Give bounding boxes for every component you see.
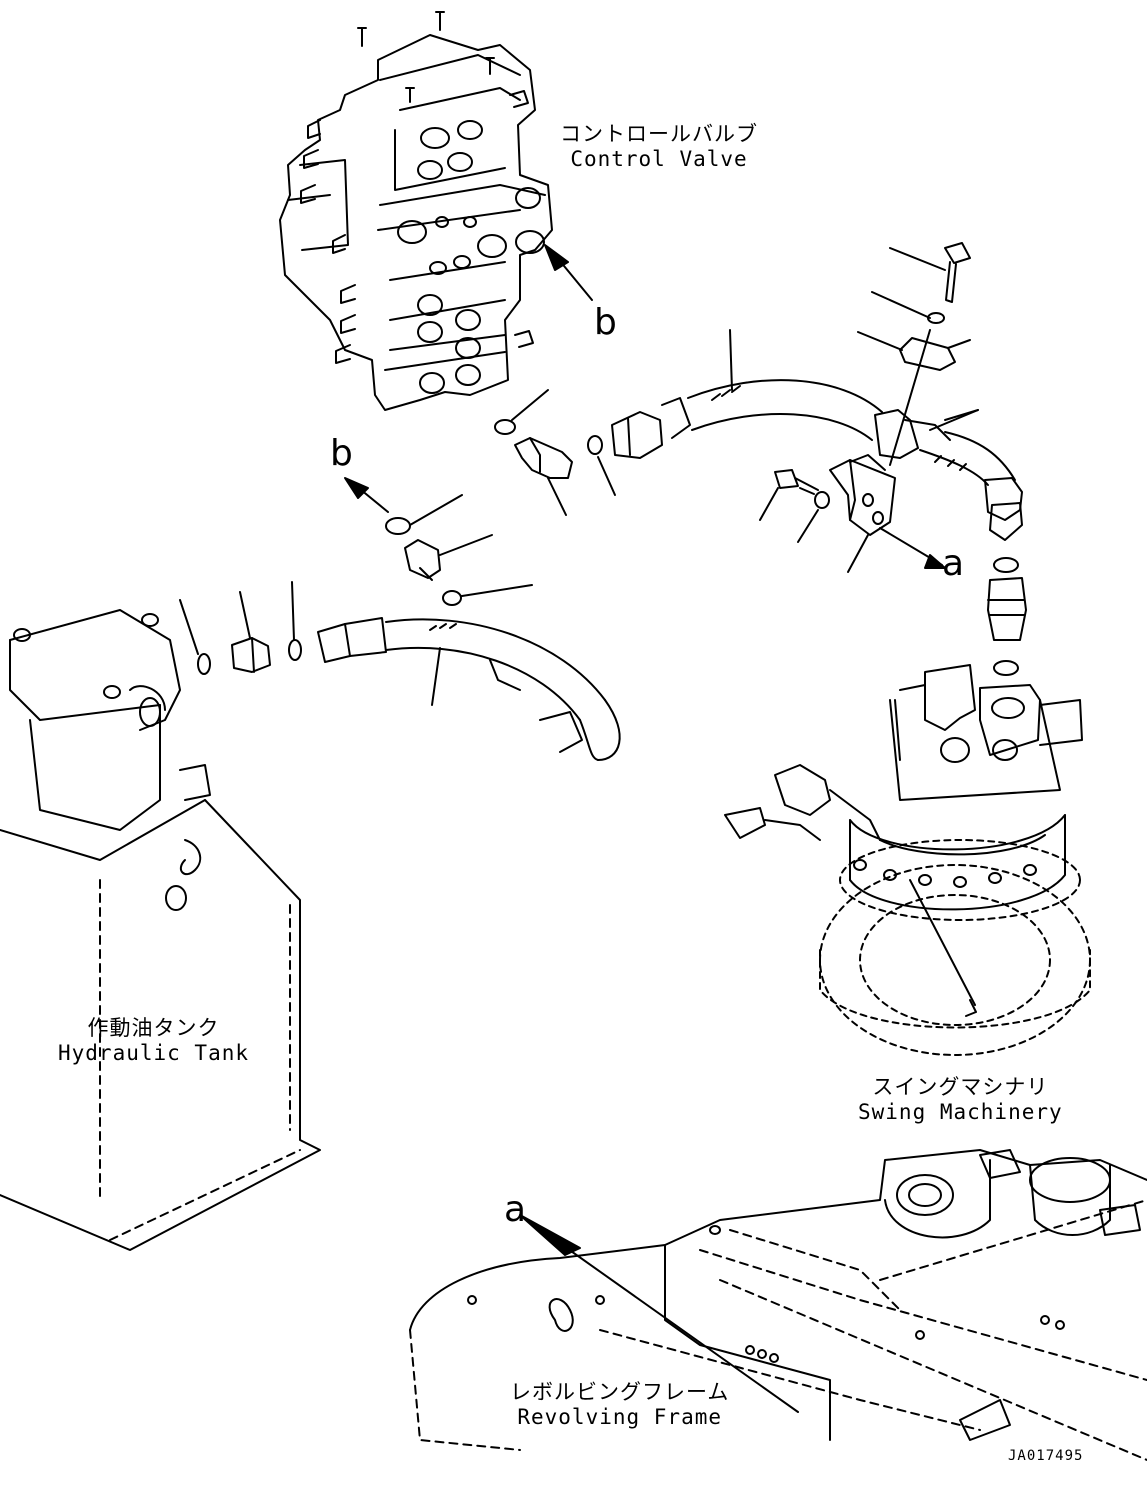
lower-hose: [179, 581, 621, 761]
revolving-frame: [409, 1149, 1147, 1461]
swing-machinery-label-jp: スイングマシナリ: [872, 1075, 1049, 1099]
hydraulic-tank-label-en: Hydraulic Tank: [58, 1041, 250, 1065]
revolving-frame-label: レボルビングフレーム Revolving Frame: [510, 1380, 729, 1430]
control-valve-label-en: Control Valve: [570, 147, 748, 171]
hydraulic-tank-label-jp: 作動油タンク: [87, 1016, 220, 1040]
clamp-bolt-stack: [759, 242, 979, 573]
hydraulic-tank-label: 作動油タンク Hydraulic Tank: [58, 1016, 249, 1066]
reference-letter-a-lower: a: [504, 1189, 527, 1230]
upper-hose: [611, 329, 1027, 676]
revolving-frame-label-jp: レボルビングフレーム: [510, 1380, 730, 1404]
valve-fittings: [344, 419, 616, 606]
control-valve-label-jp: コントロールバルブ: [560, 122, 758, 146]
swing-machinery-label: スイングマシナリ Swing Machinery: [858, 1075, 1063, 1125]
drawing-code: JA017495: [1008, 1448, 1084, 1464]
control-valve-assembly: [279, 11, 593, 421]
swing-machinery-label-en: Swing Machinery: [858, 1100, 1063, 1124]
reference-letter-b-lower: b: [330, 433, 353, 474]
reference-letter-a-right: a: [942, 543, 965, 584]
swing-machinery: [724, 664, 1091, 1056]
control-valve-label: コントロールバルブ Control Valve: [560, 122, 758, 172]
hydraulic-tank: [0, 609, 321, 1251]
reference-letter-b-upper: b: [594, 302, 617, 343]
revolving-frame-label-en: Revolving Frame: [517, 1405, 723, 1429]
